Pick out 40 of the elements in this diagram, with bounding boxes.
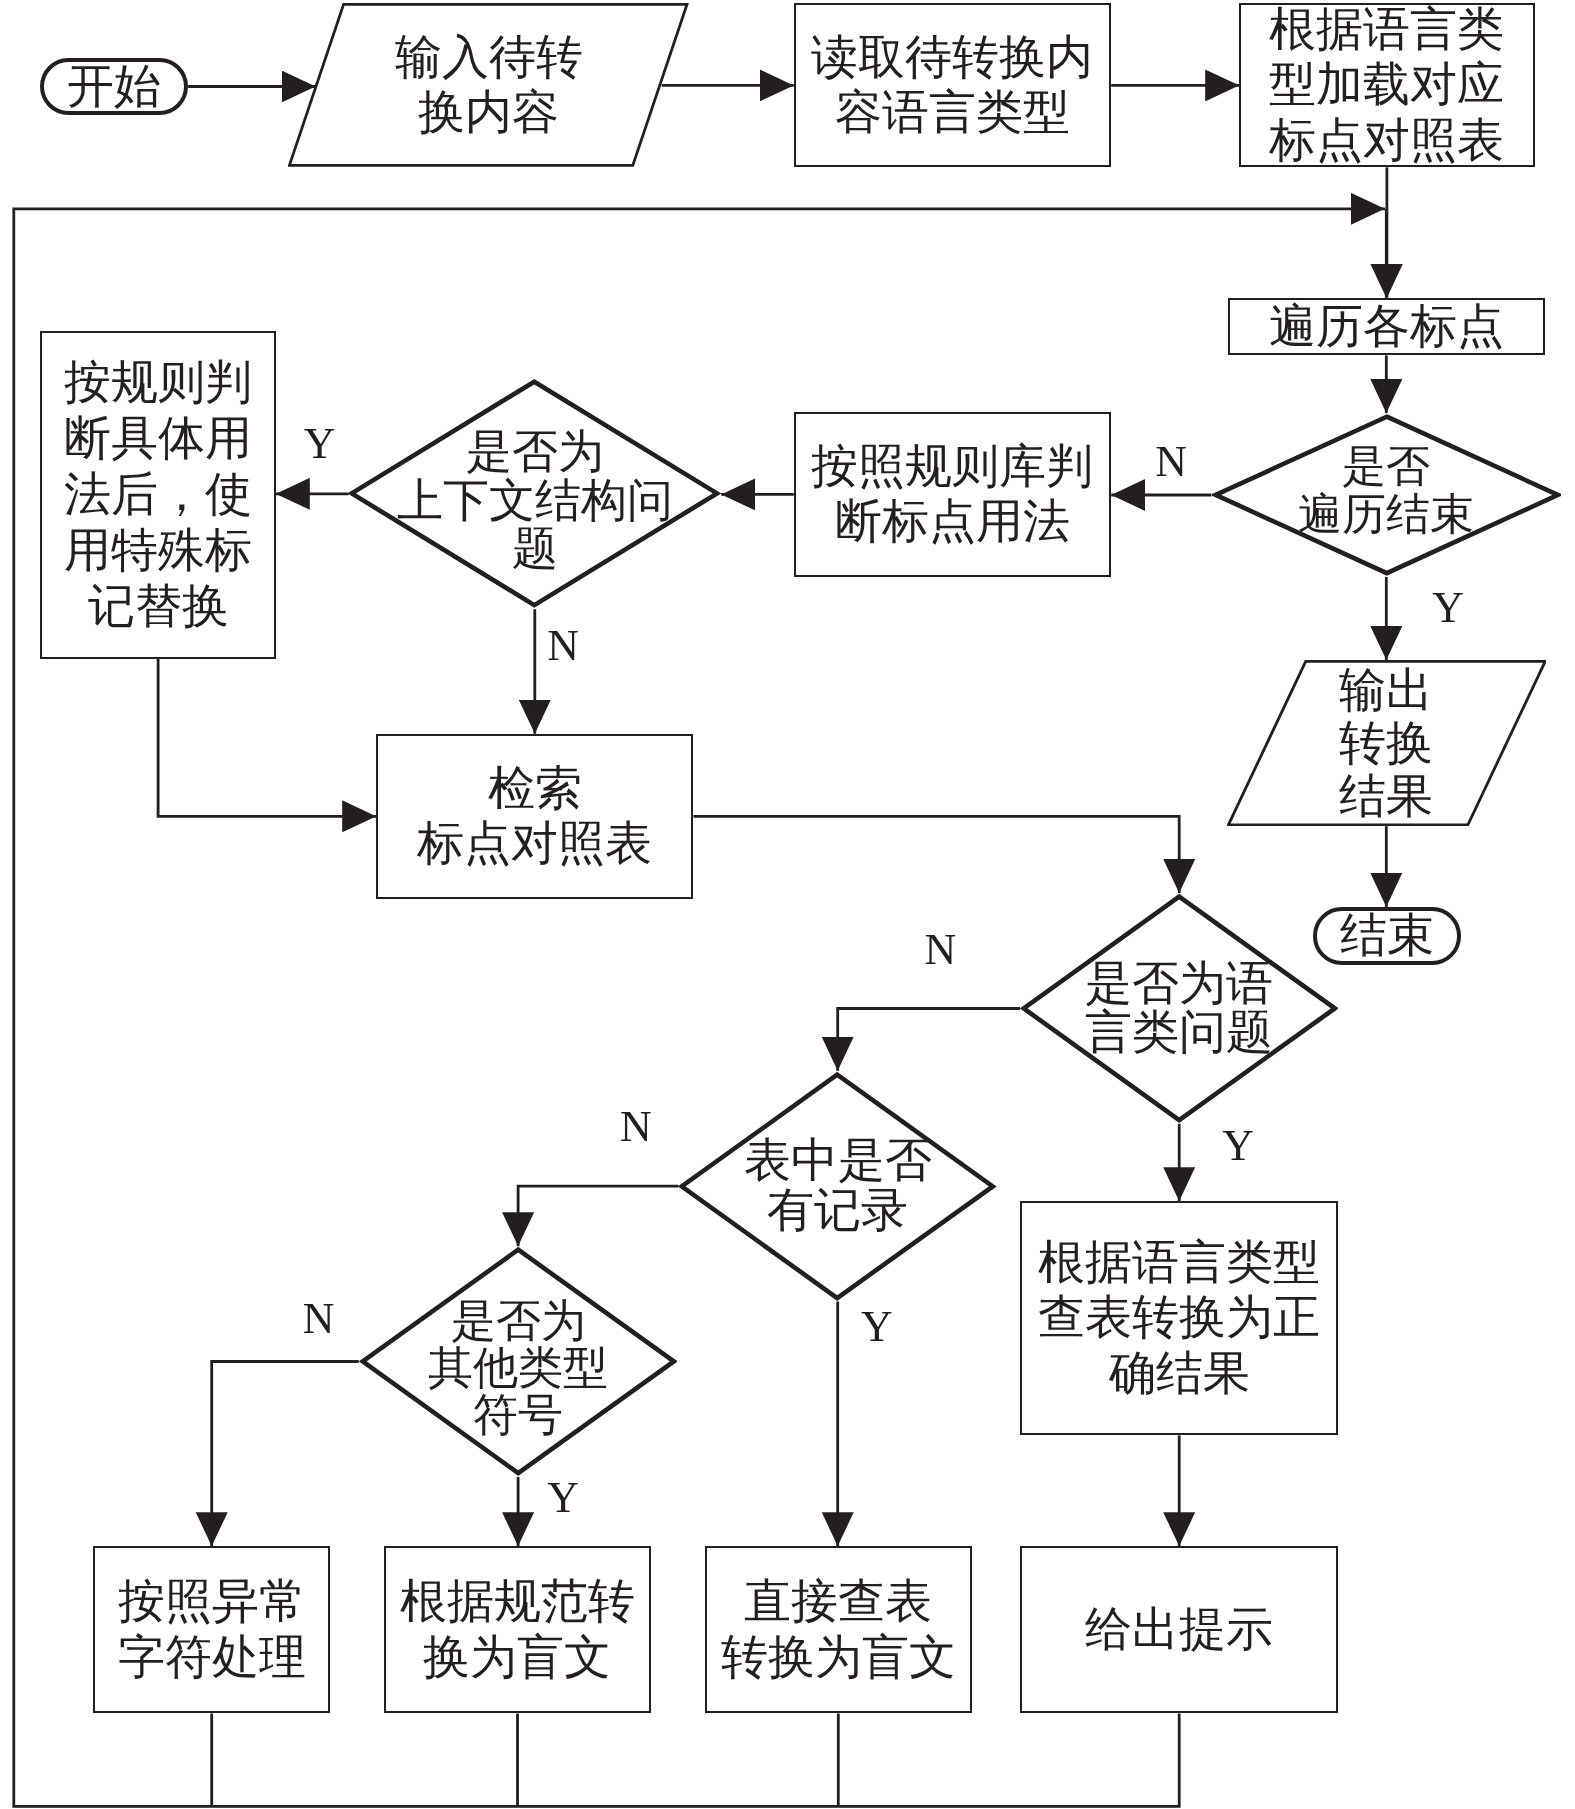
process-box: 给出提示: [1020, 1546, 1339, 1714]
connector-arrow: [195, 1360, 359, 1547]
io-parallelogram: 输出转换结果: [1226, 660, 1547, 827]
connector-arrow: [1163, 1435, 1196, 1547]
process-box: 按照规则库判断标点用法: [793, 411, 1112, 577]
connector-arrow: [502, 1476, 535, 1547]
connector-arrow: [502, 1184, 679, 1247]
connector-arrow: [1163, 1123, 1196, 1202]
connector-arrow: [821, 1301, 854, 1547]
decision-diamond: 表中是否有记录: [678, 1070, 997, 1302]
process-box: 读取待转换内容语言类型: [793, 3, 1112, 168]
connector-arrow: [156, 658, 377, 833]
connector-arrow: [693, 814, 1196, 894]
connector-arrow: [518, 609, 551, 734]
process-box: 直接查表转换为盲文: [705, 1546, 972, 1714]
decision-diamond: 是否遍历结束: [1211, 413, 1562, 577]
process-box: 检索标点对照表: [376, 733, 694, 899]
process-box: 根据语言类型加载对应标点对照表: [1239, 3, 1535, 168]
connector-arrow: [1111, 479, 1212, 511]
connector-arrow: [275, 477, 349, 510]
connector-arrow: [1370, 826, 1403, 907]
decision-diamond: 是否为上下文结构问题: [348, 378, 722, 610]
connector-arrow: [1370, 576, 1403, 660]
process-box: 按照异常字符处理: [93, 1546, 330, 1714]
process-box: 根据语言类型查表转换为正确结果: [1020, 1201, 1339, 1436]
process-box: 遍历各标点: [1227, 297, 1545, 356]
connector-arrow: [821, 1007, 1020, 1071]
io-parallelogram: 输入待转换内容: [288, 3, 689, 168]
connector-arrow: [12, 192, 1403, 1808]
decision-diamond: 是否为语言类问题: [1020, 893, 1339, 1124]
terminal-capsule: 结束: [1313, 906, 1461, 965]
connector-arrow: [661, 69, 794, 102]
connector-arrow: [1111, 69, 1240, 102]
connector-arrow: [721, 478, 794, 511]
process-box: 按规则判断具体用法后，使用特殊标记替换: [40, 331, 276, 659]
decision-diamond: 是否为其他类型符号: [358, 1246, 678, 1477]
connector-arrow: [1370, 355, 1403, 414]
process-box: 根据规范转换为盲文: [384, 1546, 651, 1714]
connector-arrow: [188, 70, 316, 103]
terminal-capsule: 开始: [40, 57, 189, 116]
